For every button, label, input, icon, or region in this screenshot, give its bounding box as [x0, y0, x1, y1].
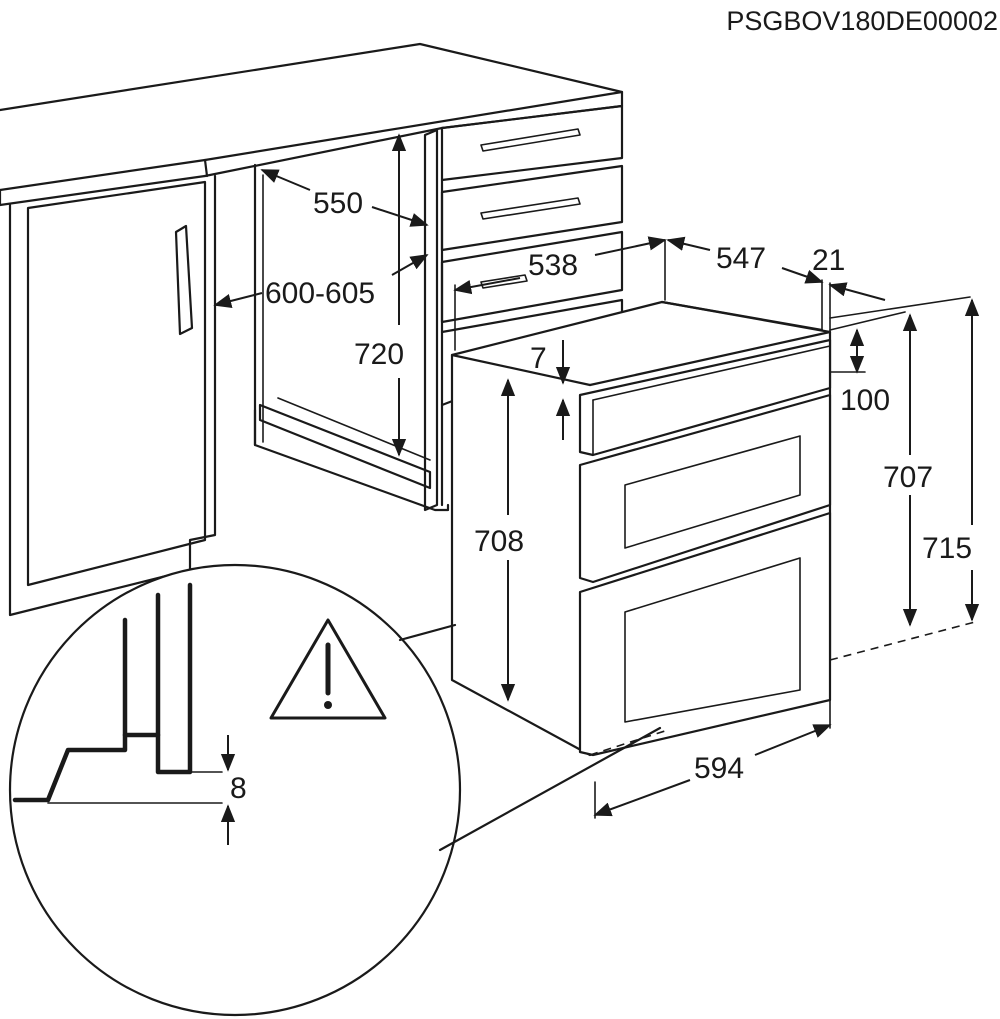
dimension-lines	[213, 133, 980, 819]
label-cabinet-width: 600-605	[265, 277, 375, 310]
warning-triangle-icon	[269, 618, 387, 720]
label-front-height: 707	[883, 461, 933, 494]
label-cabinet-height: 720	[354, 338, 404, 371]
kitchen-cabinet	[0, 42, 624, 617]
label-width: 594	[694, 752, 744, 785]
label-front-thickness: 21	[812, 244, 845, 277]
label-oven-depth: 547	[716, 242, 766, 275]
document-code: PSGBOV180DE00002	[726, 6, 998, 36]
label-body-height: 708	[474, 525, 524, 558]
detail-circle	[8, 563, 662, 1017]
label-top-gap: 7	[530, 342, 547, 375]
label-top-panel-height: 100	[840, 384, 890, 417]
label-cabinet-depth: 550	[313, 187, 363, 220]
label-detail-gap: 8	[230, 772, 247, 805]
label-oven-inner-depth: 538	[528, 249, 578, 282]
dimension-labels: 550 600-605 720 538 547 21 7 100 707 715…	[230, 187, 972, 805]
label-total-height: 715	[922, 532, 972, 565]
